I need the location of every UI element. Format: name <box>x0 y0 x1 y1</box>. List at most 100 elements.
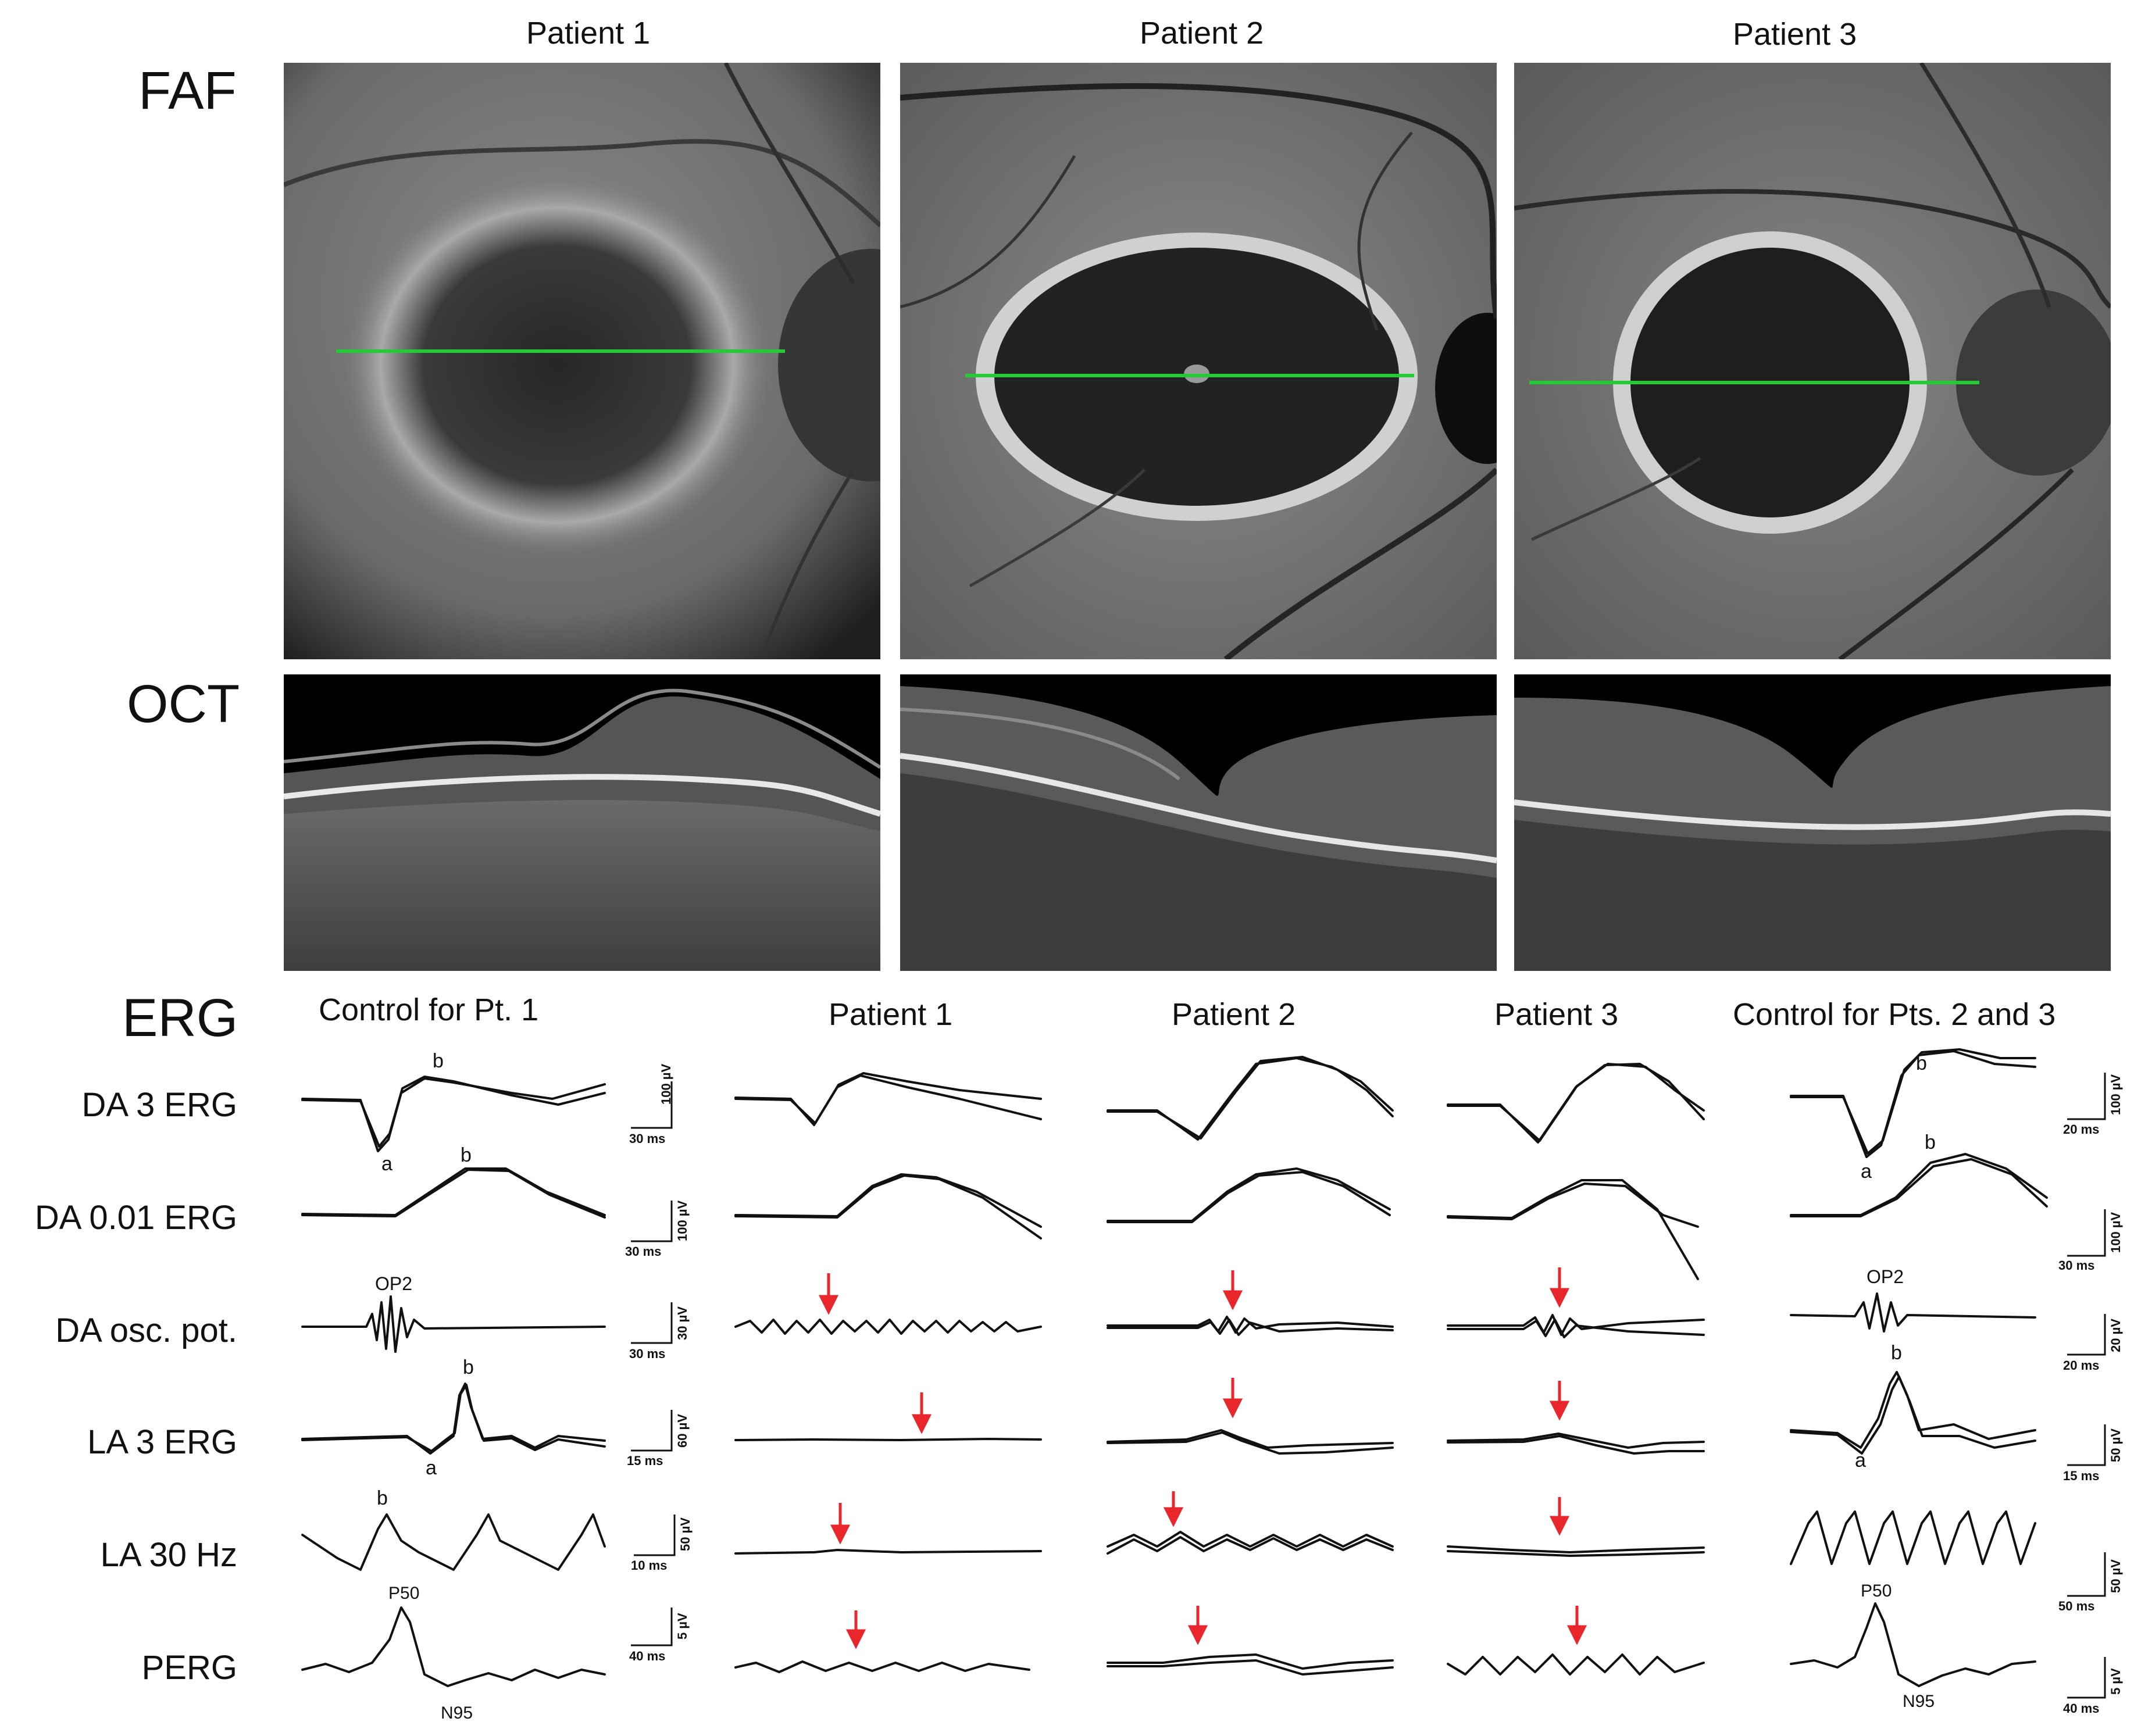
scalebar-left-amp-3: 30 µV <box>675 1306 690 1340</box>
peak-label-op2-control23: OP2 <box>1867 1266 1904 1287</box>
scalebar-right-time-5: 50 ms <box>2058 1599 2095 1613</box>
trace-patient1-da3 <box>734 1074 1042 1126</box>
trace-control-pts23-da001 <box>1790 1153 2048 1216</box>
trace-control-pt1-la3 <box>301 1383 606 1455</box>
arrow-patient2-osc <box>1222 1270 1243 1310</box>
trace-patient1-da3-b <box>734 1072 1042 1124</box>
scalebar-right-amp-1: 100 µV <box>2108 1074 2123 1115</box>
trace-patient1-da001 <box>734 1173 1042 1228</box>
oct-image-patient-1 <box>284 674 880 971</box>
column-title-patient-3: Patient 3 <box>1733 17 1857 52</box>
erg-column-patient-3: Patient 3 <box>1494 997 1619 1032</box>
trace-patient2-la30 <box>1107 1531 1394 1548</box>
trace-patient2-da001-b <box>1107 1171 1391 1223</box>
arrow-patient1-perg <box>845 1610 866 1649</box>
arrow-patient1-la3 <box>911 1392 932 1434</box>
trace-patient2-osc <box>1107 1316 1394 1334</box>
column-title-patient-1: Patient 1 <box>526 16 651 51</box>
arrow-patient3-la3 <box>1549 1381 1570 1421</box>
arrow-patient3-osc <box>1549 1267 1570 1308</box>
erg-row-label-la3: LA 3 ERG <box>87 1423 237 1461</box>
scalebar-right-amp-4: 50 µV <box>2108 1428 2123 1462</box>
peak-label-b-la3-control23: b <box>1891 1342 1902 1364</box>
scalebar-left-amp-2: 100 µV <box>675 1200 690 1241</box>
trace-patient2-la30-b <box>1107 1536 1394 1555</box>
scalebar-left-amp-1: 100 µV <box>659 1063 673 1105</box>
trace-patient3-la30-b <box>1447 1550 1705 1557</box>
peak-label-n95-control1: N95 <box>441 1703 473 1723</box>
peak-label-b-da001-control23: b <box>1925 1131 1936 1153</box>
trace-patient3-la3-b <box>1447 1435 1705 1455</box>
arrow-patient1-osc <box>818 1273 839 1315</box>
erg-column-patient-2: Patient 2 <box>1172 997 1296 1032</box>
peak-label-a-da3-control1: a <box>381 1153 392 1175</box>
trace-control-pts23-da3 <box>1790 1050 2036 1158</box>
oct-image-patient-3 <box>1514 674 2111 971</box>
erg-column-control-pt1: Control for Pt. 1 <box>319 992 539 1027</box>
trace-patient1-la30 <box>734 1549 1042 1555</box>
trace-control-pts23-osc <box>1790 1292 2036 1333</box>
scalebar-right-amp-5: 50 µV <box>2108 1559 2123 1593</box>
trace-control-pt1-la3-b <box>301 1384 606 1452</box>
scalebar-right-time-3: 20 ms <box>2063 1358 2100 1373</box>
trace-control-pts23-perg <box>1790 1602 2036 1687</box>
trace-control-pts23-da3-b <box>1790 1048 2036 1155</box>
erg-column-control-pts2-3: Control for Pts. 2 and 3 <box>1733 997 2056 1032</box>
trace-patient2-da3 <box>1107 1057 1394 1141</box>
column-title-patient-2: Patient 2 <box>1140 16 1264 51</box>
trace-patient2-la3 <box>1107 1429 1394 1449</box>
peak-label-n95-control23: N95 <box>1903 1692 1935 1711</box>
trace-control-pts23-da001-b <box>1790 1158 2048 1217</box>
scalebar-right-amp-2: 100 µV <box>2108 1212 2123 1253</box>
trace-control-pt1-da001 <box>301 1167 606 1216</box>
trace-patient2-osc-b <box>1107 1319 1394 1336</box>
trace-patient3-la3 <box>1447 1433 1705 1449</box>
section-label-oct: OCT <box>127 674 240 734</box>
section-label-faf: FAF <box>138 61 237 120</box>
erg-row-label-da001: DA 0.01 ERG <box>34 1199 237 1237</box>
trace-control-pt1-osc <box>301 1295 606 1353</box>
trace-control-pts23-la3 <box>1790 1371 2036 1449</box>
trace-patient3-perg <box>1447 1653 1705 1676</box>
trace-patient2-da3-b <box>1107 1056 1394 1140</box>
peak-label-p50-control23: P50 <box>1861 1581 1892 1601</box>
scalebar-right-time-1: 20 ms <box>2063 1122 2100 1137</box>
peak-label-a-la3-control1: a <box>426 1457 437 1479</box>
trace-patient2-perg-b <box>1107 1659 1394 1676</box>
trace-patient1-da001-b <box>734 1174 1042 1240</box>
trace-control-pt1-da3 <box>301 1077 606 1152</box>
trace-patient3-da001-b <box>1447 1183 1699 1228</box>
peak-label-p50-control1: P50 <box>388 1584 420 1603</box>
erg-row-label-da-osc: DA osc. pot. <box>55 1312 237 1349</box>
peak-label-a-da3-control23: a <box>1861 1160 1872 1183</box>
trace-control-pts23-la30 <box>1790 1510 2036 1565</box>
trace-control-pt1-perg <box>301 1606 606 1687</box>
scalebar-right-time-6: 40 ms <box>2063 1701 2100 1716</box>
peak-label-op2-control1: OP2 <box>375 1273 413 1294</box>
erg-column-patient-1: Patient 1 <box>829 997 953 1032</box>
trace-patient3-da3-b <box>1447 1063 1705 1142</box>
trace-patient3-da001 <box>1447 1179 1699 1280</box>
faf-image-patient-3 <box>1514 63 2111 659</box>
scalebar-left-amp-6: 5 µV <box>675 1613 690 1639</box>
peak-label-b-da3-control1: b <box>433 1050 444 1072</box>
trace-patient3-osc-b <box>1447 1319 1705 1338</box>
trace-control-pt1-da001-b <box>301 1169 606 1219</box>
scalebar-left-time-6: 40 ms <box>629 1649 666 1663</box>
section-label-erg: ERG <box>122 988 238 1048</box>
trace-patient3-osc <box>1447 1314 1705 1336</box>
peak-label-b-la3-control1: b <box>463 1356 474 1378</box>
trace-patient1-osc <box>734 1319 1042 1335</box>
trace-control-pts23-la3-b <box>1790 1376 2036 1455</box>
scalebar-right-amp-6: 5 µV <box>2108 1668 2123 1695</box>
peak-label-b-la30-control1: b <box>377 1487 388 1509</box>
arrow-patient3-la30 <box>1549 1497 1570 1536</box>
scalebar-left-time-3: 30 ms <box>629 1346 666 1361</box>
arrow-patient3-perg <box>1566 1606 1587 1645</box>
trace-patient1-la3 <box>734 1438 1042 1441</box>
trace-patient3-da3 <box>1447 1063 1705 1144</box>
trace-patient1-perg <box>734 1660 1030 1673</box>
scalebar-left-amp-5: 50 µV <box>678 1517 693 1551</box>
erg-row-label-da3: DA 3 ERG <box>81 1086 237 1124</box>
scalebar-right-amp-3: 20 µV <box>2108 1319 2123 1352</box>
